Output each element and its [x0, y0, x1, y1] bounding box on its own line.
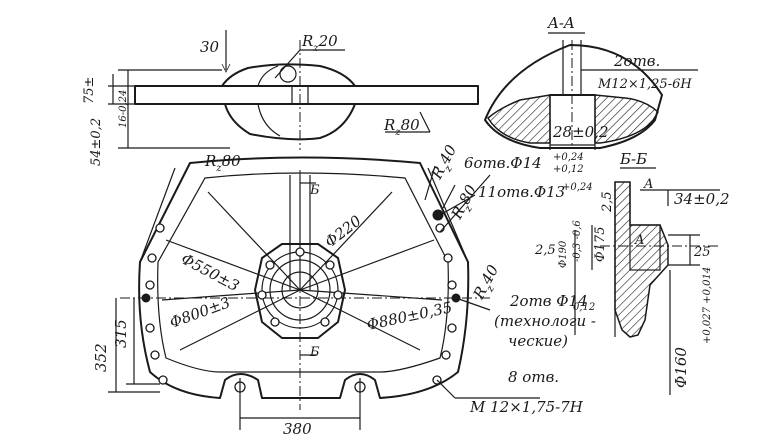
note-technological-1: (технологи -	[494, 312, 596, 330]
dim-bb-phi175: Φ175	[593, 227, 608, 262]
note-2-holes: 2отв Φ14	[509, 292, 588, 310]
front-view	[108, 156, 540, 430]
hub-bolt-holes	[257, 247, 343, 327]
note-6-holes-tol-dn: +0,12	[553, 164, 584, 175]
rim-holes	[141, 209, 461, 385]
note-2-holes-tol: 0,12	[573, 302, 595, 313]
note-8-holes: 8 отв.	[508, 368, 559, 386]
hub-bore	[281, 271, 319, 309]
outer-contour	[138, 156, 470, 399]
note-8-holes-thread: М 12×1,75-7Н	[469, 398, 584, 416]
section-aa: A-A	[484, 14, 698, 150]
side-view-bottom-rim	[224, 103, 356, 141]
note-6-holes: 6отв.Φ14	[464, 154, 542, 172]
section-mark-b-top: Б	[309, 183, 320, 198]
note-6-holes-tol-up: +0,24	[553, 152, 584, 163]
dim-bb-25-right: 25	[693, 245, 711, 260]
dim-bb-25-top: 2,5	[600, 191, 615, 213]
section-mark-a-mid: A	[634, 233, 644, 248]
leader-rz80-right	[442, 184, 456, 209]
leader-rz40-top	[424, 165, 436, 201]
section-mark-a-top: A	[643, 177, 653, 192]
section-mark-b-bottom: Б	[309, 345, 320, 360]
note-aa-2-holes: 2отв.	[613, 52, 660, 70]
side-view-rib	[257, 65, 279, 87]
leader-8holes	[436, 379, 456, 399]
hub-ring	[269, 259, 331, 321]
dim-315: 315	[112, 319, 130, 348]
note-11-holes-tol: +0,24	[562, 182, 593, 193]
dim-bb-34: 34±0,2	[674, 190, 730, 208]
dim-75: 75±	[82, 77, 97, 104]
dim-bb-phi190: Φ190	[558, 240, 569, 268]
dim-380: 380	[283, 420, 312, 438]
leader-6holes	[439, 174, 491, 233]
section-bb-title: Б-Б	[619, 150, 647, 168]
dim-bb-25-left: 2,5	[534, 243, 556, 258]
dim-rz20: Rz20	[301, 32, 338, 54]
dim-16: 16-0,24	[118, 90, 129, 128]
note-technological-2: ческие)	[508, 332, 568, 350]
section-aa-hatch-left	[487, 94, 551, 144]
section-bb: Б-Б	[574, 150, 720, 395]
dim-phi220: Φ220	[321, 211, 365, 251]
side-view-rib-bottom	[257, 103, 281, 137]
dim-phi880: Φ880±0,35	[365, 298, 454, 334]
section-aa-title: A-A	[546, 14, 575, 32]
dim-bb-phi160: Φ160	[672, 347, 690, 388]
side-view-top-rim	[221, 63, 356, 87]
side-view	[108, 30, 479, 150]
dim-bb-phi190-tol: -0,3 -0,6	[572, 220, 583, 262]
hub-flange	[254, 243, 346, 339]
dim-bb-phi160-tol: +0,027 +0,014	[702, 267, 713, 344]
dim-352: 352	[92, 343, 110, 372]
dim-rz80-top: Rz80	[383, 116, 420, 138]
inner-contour	[157, 172, 449, 373]
leader-2holes	[455, 297, 491, 311]
section-aa-hatch-right	[594, 94, 659, 144]
dim-rz80-left: Rz80	[204, 152, 241, 174]
dim-aa-28: 28±0,2	[552, 123, 609, 141]
side-view-boss	[279, 65, 297, 83]
note-11-holes: 11отв.Φ13	[478, 183, 565, 201]
note-aa-thread: М12×1,25-6Н	[597, 77, 692, 92]
dim-54: 54±0,2	[89, 118, 104, 166]
dim-30: 30	[200, 38, 220, 56]
side-view-plate	[134, 85, 479, 105]
